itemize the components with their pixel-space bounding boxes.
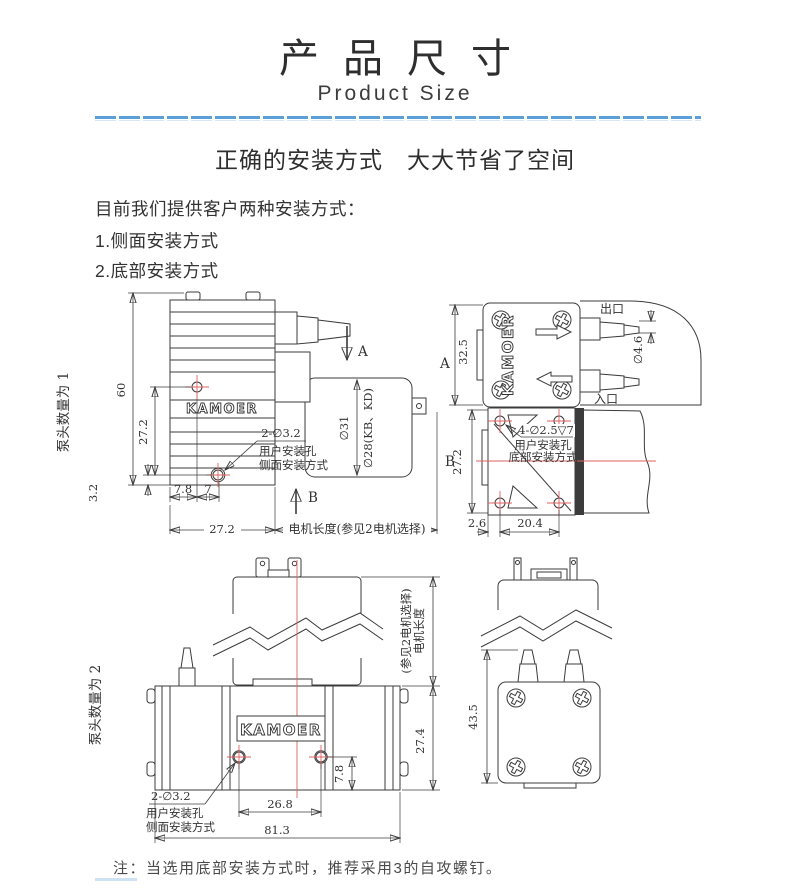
pump1-bottom-view-drawing: 4-∅2.5▽7 用户安装孔 底部安装方式 B 27.2 2.6 2 [445, 407, 656, 537]
svg-text:7.8: 7.8 [174, 482, 192, 496]
dashed-divider [95, 116, 701, 119]
kamoer-logo: KAMOER [186, 402, 258, 417]
outlet-barb-icon [579, 317, 601, 341]
view-a-label: A [439, 356, 450, 372]
screw-icon [506, 757, 526, 777]
dim-head-height-274: 27.4 [402, 686, 440, 790]
svg-text:81.3: 81.3 [264, 823, 290, 837]
pump2-front-hole-callout: 2-∅3.2 用户安装孔 侧面安装方式 [146, 763, 235, 834]
motor-terminal-icon [513, 557, 522, 581]
page-subtitle: Product Size [317, 82, 473, 105]
svg-text:3.2: 3.2 [86, 484, 100, 502]
section-headline: 正确的安装方式 大大节省了空间 [215, 147, 575, 173]
svg-text:(参见2电机选择): (参见2电机选择) [399, 588, 413, 673]
kamoer-logo: KAMOER [240, 721, 322, 739]
intro-line-1: 目前我们提供客户两种安装方式： [95, 199, 365, 219]
barb-fitting-icon [517, 663, 539, 683]
callout-line2: 用户安装孔 [514, 438, 572, 452]
svg-text:32.5: 32.5 [456, 339, 470, 365]
screw-icon [572, 757, 592, 777]
dim-motor-length-vertical: 电机长度 (参见2电机选择) [361, 577, 440, 686]
dim-motor-length: 电机长度(参见2电机选择) [275, 412, 437, 536]
view-b-label: B [445, 454, 455, 470]
section-a-label: A [357, 344, 368, 360]
svg-text:60: 60 [114, 383, 128, 398]
screw-icon [552, 380, 572, 400]
svg-text:7.8: 7.8 [332, 765, 346, 783]
flow-arrow-right-icon [535, 324, 573, 340]
callout-line3: 侧面安装方式 [146, 820, 215, 834]
barb-fitting-icon [178, 667, 196, 687]
callout-line2: 用户安装孔 [146, 806, 204, 820]
break-line-icon [212, 623, 384, 657]
motor-terminal-icon [569, 557, 578, 581]
dim-side-height-435: 43.5 [466, 650, 518, 783]
screw-icon [552, 310, 572, 330]
flow-arrow-left-icon [535, 371, 573, 387]
section-b-label: B [308, 490, 318, 506]
bottom-blue-dash [95, 878, 137, 881]
dim-total-width-813: 81.3 [155, 792, 400, 843]
callout-line3: 侧面安装方式 [259, 458, 328, 472]
break-line-icon [480, 609, 613, 637]
screw-icon [506, 688, 526, 708]
pump1-bottom-hole-callout: 4-∅2.5▽7 用户安装孔 底部安装方式 [506, 423, 578, 464]
dim-barb-dia: ∅4.6 [631, 310, 656, 364]
pump2-front-view-drawing: 泵头数量为 2 KAMOER [88, 557, 440, 843]
svg-text:7: 7 [204, 482, 211, 496]
intro-line-3: 2.底部安装方式 [95, 261, 219, 281]
svg-text:电机长度: 电机长度 [412, 608, 426, 654]
dim-hole-spacing-272: 27.2 [136, 387, 211, 475]
pump1-top-view-drawing: KAMOER 出口 入口 ∅4.6 A 32.5 [439, 300, 702, 408]
dim-hole-x: 7.8 7 [170, 481, 219, 502]
outlet-label: 出口 [600, 302, 624, 316]
inlet-label: 入口 [594, 392, 618, 406]
dim-hole-offset-78: 7.8 [327, 757, 357, 790]
dim-motor-dia-outer: ∅31 [337, 416, 351, 441]
screw-top-icon [185, 291, 201, 301]
screw-top-icon [245, 291, 261, 301]
dim-bottom-offset-32: 3.2 [86, 464, 148, 502]
dim-hole-spacing-268: 26.8 [239, 764, 321, 817]
page-title: 产品尺寸 [279, 37, 535, 81]
pump1-count-label: 泵头数量为 1 [56, 372, 72, 452]
svg-text:20.4: 20.4 [517, 516, 543, 530]
svg-text:27.4: 27.4 [413, 728, 427, 754]
pump1-side-hole-callout: 2-∅3.2 用户安装孔 侧面安装方式 [225, 426, 328, 472]
svg-text:2.6: 2.6 [468, 516, 486, 530]
pump1-side-view-drawing: 泵头数量为 1 ∅31 ∅28(KB、KD) KAMOER [56, 291, 437, 536]
callout-line1: 4-∅2.5▽7 [518, 423, 574, 437]
break-line-icon [480, 620, 613, 648]
dim-motor-dia-inner: ∅28(KB、KD) [361, 388, 375, 468]
barb-fitting-icon [563, 663, 585, 683]
svg-text:26.8: 26.8 [267, 797, 293, 811]
dim-bottom-view-horizontal: 2.6 20.4 [468, 510, 559, 537]
dim-bottom-view-height: B 27.2 [445, 410, 488, 513]
svg-text:27.2: 27.2 [450, 449, 464, 475]
svg-text:电机长度(参见2电机选择): 电机长度(参见2电机选择) [289, 521, 426, 536]
svg-text:27.2: 27.2 [209, 522, 235, 536]
screw-icon [572, 688, 592, 708]
callout-line1: 2-∅3.2 [261, 426, 301, 440]
svg-text:27.2: 27.2 [136, 419, 150, 445]
footnote: 注：当选用底部安装方式时，推荐采用3的自攻螺钉。 [113, 860, 503, 877]
intro-line-2: 1.侧面安装方式 [95, 231, 219, 251]
pump2-side-view-drawing: 43.5 [466, 557, 613, 789]
kamoer-logo: KAMOER [499, 314, 517, 396]
barb-fitting-icon [274, 311, 298, 345]
pump2-count-label: 泵头数量为 2 [88, 665, 104, 745]
dim-top-view-height: A 32.5 [439, 305, 483, 405]
svg-text:43.5: 43.5 [466, 704, 480, 730]
callout-line1: 2-∅3.2 [151, 789, 191, 803]
dim-total-height-60: 60 [114, 293, 184, 485]
break-line-icon [212, 612, 384, 646]
callout-line2: 用户安装孔 [259, 444, 317, 458]
dim-body-width-272: 27.2 [170, 487, 275, 536]
dashed-divider-shadow [95, 120, 701, 121]
callout-line3: 底部安装方式 [509, 450, 578, 464]
inlet-barb-icon [579, 369, 601, 393]
svg-text:∅4.6: ∅4.6 [631, 336, 645, 364]
